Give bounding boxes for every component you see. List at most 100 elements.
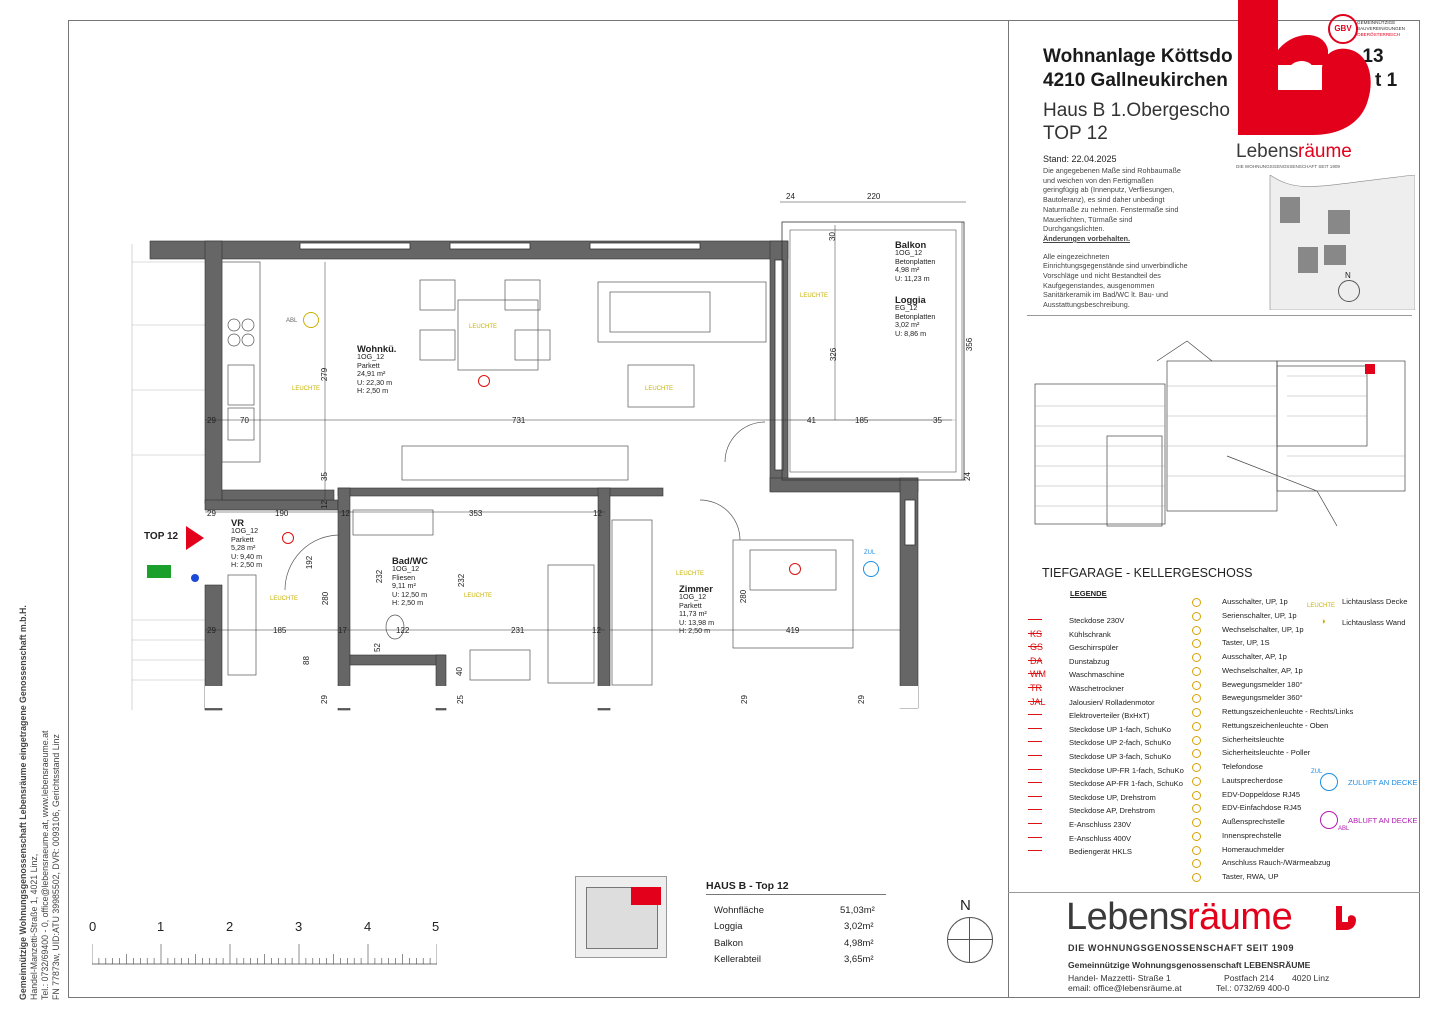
exit-sign-icon [147, 565, 171, 578]
legend-item-label: Bediengerät HKLS [1069, 847, 1132, 857]
legend-switch-icon [1192, 859, 1201, 869]
footer-brand-a: Lebens [1066, 896, 1188, 938]
top-label: TOP 12 [144, 531, 179, 542]
top-marker-arrow [186, 526, 204, 550]
window-loggia [774, 259, 784, 471]
title-block-divider [1008, 20, 1009, 998]
legend-outlet-icon [1028, 795, 1042, 797]
note-bold: Änderungen vorbehalten. [1043, 233, 1131, 243]
summary-row-value: 4,98m² [844, 938, 874, 949]
legend-switch-icon [1192, 639, 1201, 649]
legend-item-label: Ausschalter, UP, 1p [1222, 597, 1288, 606]
dim-label: 70 [240, 416, 249, 425]
legend-outlet-icon [1028, 687, 1042, 688]
dim-label: 29 [207, 626, 216, 635]
room-balkon: Balkon 1OG_12 Betonplatten 4,98 m² U: 11… [895, 240, 935, 283]
room-loggia: Loggia EG_12 Betonplatten 3,02 m² U: 8,8… [895, 294, 935, 338]
dim-label: 280 [739, 589, 749, 604]
scale-tick-label: 3 [295, 919, 303, 934]
legend-switch-icon [1192, 831, 1201, 841]
legend-item-label: Bewegungsmelder 360° [1222, 693, 1303, 703]
legend-item-label: Jalousien/ Rolladenmotor [1069, 697, 1155, 707]
note-line: Mauerlichten, Türmaße sind [1043, 214, 1133, 224]
legend-item-label: Außensprechstelle [1222, 817, 1285, 826]
doors [284, 421, 766, 591]
walls [149, 240, 919, 711]
room-bad-h: H: 2,50 m [392, 598, 424, 608]
dim-label: 232 [457, 573, 467, 588]
footer-email: email: office@lebensräume.at [1068, 983, 1182, 993]
room-loggia-code: EG_12 [895, 303, 918, 313]
dim-label: 280 [321, 591, 331, 606]
room-loggia-name: Loggia [895, 294, 926, 305]
wall-kitchen-bottom [221, 489, 335, 501]
legend-symbol-icon: JAL [1030, 696, 1046, 707]
summary-row-value: 3,65m² [844, 954, 874, 965]
legend-zul-icon-label: ZUL [1311, 769, 1323, 775]
room-zimmer-floor: Parkett [679, 600, 702, 610]
note-line: Einrichtungsgegenstände sind unverbindli… [1043, 261, 1188, 271]
legend-item-label: Ausschalter, AP, 1p [1222, 652, 1287, 661]
footer-logo-icon [1334, 906, 1358, 930]
room-balkon-code: 1OG_12 [895, 248, 923, 258]
dim-label: 88 [301, 656, 311, 665]
air-inlet-icon [863, 561, 879, 577]
room-wohnk-floor: Parkett [357, 360, 380, 370]
legend-item-label: Bewegungsmelder 180° [1222, 679, 1303, 689]
window-2 [449, 242, 531, 250]
legend-leuchte-icon: LEUCHTE [1307, 603, 1336, 609]
leuchte-label: LEUCHTE [800, 293, 829, 299]
scale-tick-label: 5 [432, 919, 440, 934]
leuchte-label: LEUCHTE [676, 571, 705, 577]
abl-label: ABL [286, 318, 298, 324]
room-loggia-area: 3,02 m² [895, 320, 920, 330]
stand-date: Stand: 22.04.2025 [1043, 154, 1117, 164]
dim-label: 353 [469, 509, 483, 518]
zul-label: ZUL [864, 550, 876, 556]
legend-symbol-icon: DA [1030, 655, 1043, 666]
legend-outlet-icon [1028, 659, 1042, 661]
legend-outlet-icon [1028, 714, 1042, 716]
dim-label: 122 [396, 626, 410, 635]
legend-outlet-icon [1028, 768, 1042, 770]
dim-label: 52 [372, 643, 382, 652]
legend-item-label: EDV-Einfachdose RJ45 [1222, 803, 1302, 813]
legend-item-label: Wechselschalter, UP, 1p [1222, 624, 1304, 634]
gbv-badge-icon: GBV [1328, 14, 1358, 44]
legend-switch-icon [1192, 845, 1201, 855]
legend-outlet-icon [1028, 850, 1042, 852]
legend-item-label: Steckdose UP 1-fach, SchuKo [1069, 724, 1172, 734]
note-line: Sanitärkeramik im Bad/WC lt. Bau- und [1043, 290, 1169, 300]
legend-symbol-icon: TR [1030, 683, 1042, 693]
dim-label: 185 [273, 626, 287, 635]
footer-tel: Tel.: 0732/69 400-0 [1216, 983, 1290, 993]
dim-label: 40 [454, 667, 464, 676]
dim-label: 25 [455, 695, 465, 704]
legend-item-label: Sicherheitsleuchte [1222, 734, 1285, 744]
note-line: Naturmaße zu nehmen. Fenstermaße sind [1043, 204, 1179, 214]
room-zimmer-area: 11,73 m² [679, 609, 707, 619]
door-zimmer [699, 499, 741, 541]
dim-label: 30 [827, 232, 837, 241]
summary-row-label: Wohnfläche [714, 905, 764, 916]
window-1 [299, 242, 411, 250]
title-line-3: Haus B 1.Obergescho [1043, 100, 1230, 121]
room-loggia-u: U: 8,86 m [895, 328, 927, 338]
legend-switch-icon [1192, 625, 1201, 635]
summary-row-value: 51,03m² [840, 905, 875, 916]
room-zimmer-code: 1OG_12 [679, 592, 707, 602]
leuchte-label: LEUCHTE [464, 593, 493, 599]
dim-label: 29 [207, 509, 216, 518]
scale-tick-label: 1 [157, 919, 165, 934]
wall-left-upper [204, 240, 223, 504]
logo-tagline: DIE WOHNUNGSGENOSSENSCHAFT SEIT 1909 [1236, 164, 1340, 169]
note-line: Alle eingezeichneten [1043, 251, 1110, 261]
legend-item-label: Steckdose 230V [1069, 616, 1125, 625]
legend-switch-icon [1192, 763, 1201, 772]
legend-item-label: Innensprechstelle [1222, 830, 1282, 840]
gbv-text: GEMEINNÜTZIGE BAUVEREINIGUNGEN OBERÖSTER… [1357, 20, 1405, 38]
window-zimmer [904, 499, 916, 546]
legend-outlet-icon [1028, 646, 1042, 648]
legend-outlet-icon [1028, 619, 1042, 620]
legend-switch-icon [1192, 790, 1201, 800]
